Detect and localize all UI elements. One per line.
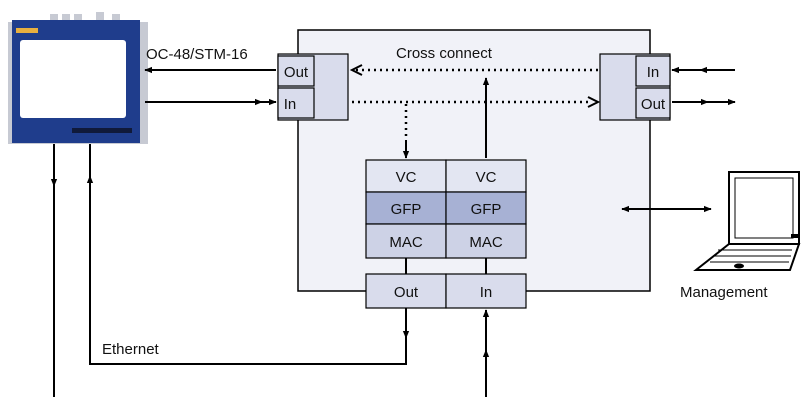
right-in-port bbox=[635, 55, 671, 87]
stack-right-mac: MAC bbox=[469, 234, 503, 251]
bottom-out-label: Out bbox=[394, 284, 419, 301]
link-rate-label: OC-48/STM-16 bbox=[146, 46, 248, 63]
ethernet-label: Ethernet bbox=[102, 341, 160, 358]
stack-left-vc: VC bbox=[396, 169, 417, 186]
bottom-in-port bbox=[445, 273, 527, 309]
protocol-stack-left: VC GFP MAC bbox=[365, 159, 447, 259]
left-port-block: Out In bbox=[277, 53, 349, 121]
bottom-port-block: Out In bbox=[365, 273, 527, 309]
cross-connect-label: Cross connect bbox=[396, 45, 493, 62]
stack-left-mac: MAC bbox=[389, 234, 423, 251]
left-out-port bbox=[277, 55, 315, 87]
bottom-in-label: In bbox=[480, 284, 493, 301]
right-port-block: In Out bbox=[599, 53, 671, 121]
right-in-label: In bbox=[647, 64, 660, 81]
test-instrument-icon bbox=[8, 12, 148, 144]
right-out-port bbox=[635, 87, 671, 119]
stack-right-gfp: GFP bbox=[471, 201, 502, 218]
laptop-icon bbox=[693, 171, 801, 271]
protocol-stack-right: VC GFP MAC bbox=[445, 159, 527, 259]
left-in-port bbox=[277, 87, 315, 119]
left-out-label: Out bbox=[284, 64, 309, 81]
stack-right-vc: VC bbox=[476, 169, 497, 186]
right-out-label: Out bbox=[641, 96, 666, 113]
ethernet-loop bbox=[89, 160, 407, 365]
management-label: Management bbox=[680, 284, 768, 301]
stack-left-gfp: GFP bbox=[391, 201, 422, 218]
left-in-label: In bbox=[284, 96, 297, 113]
